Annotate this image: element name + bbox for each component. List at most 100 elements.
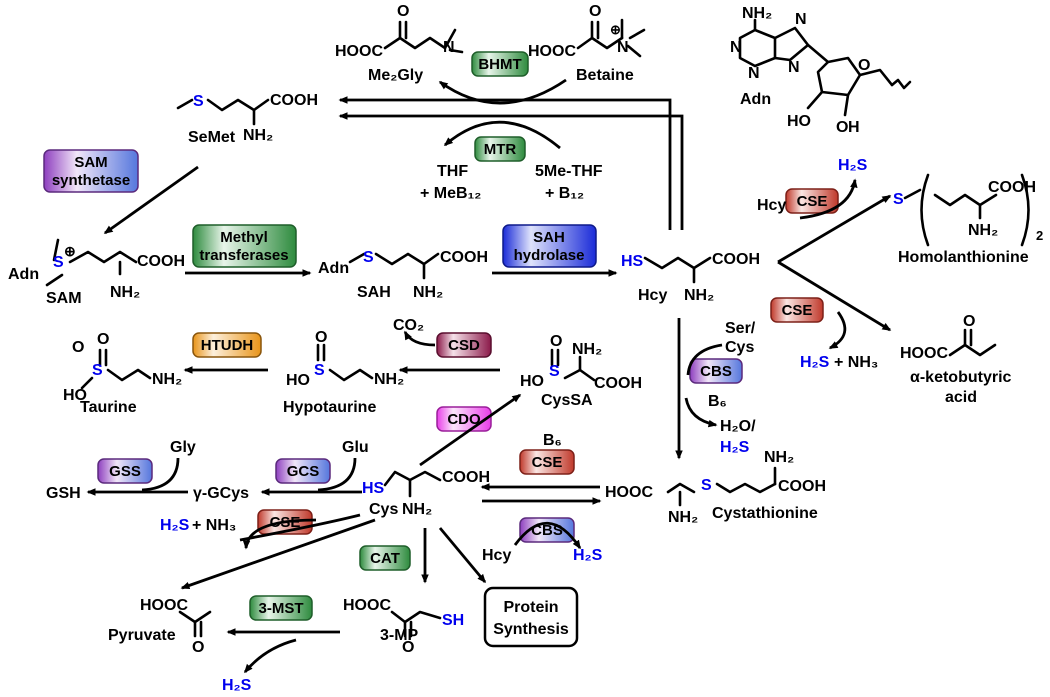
enzyme-bhmt: BHMT	[471, 51, 529, 77]
betaine-plus: ⊕	[610, 22, 621, 37]
svg-text:HTUDH: HTUDH	[201, 337, 254, 354]
taurine-ho: HO	[63, 387, 87, 404]
cystathionine-nh2-right: NH₂	[764, 449, 794, 466]
svg-text:synthetase: synthetase	[52, 172, 130, 189]
svg-text:CBS: CBS	[531, 522, 563, 539]
gsh-name: GSH	[46, 485, 81, 502]
nh3-cys-cse: + NH₃	[192, 517, 236, 534]
cys-cooh: COOH	[442, 469, 490, 486]
cystathionine-s: S	[701, 477, 712, 494]
homolan-nh2: NH₂	[968, 222, 998, 239]
hypotaurine-o: O	[315, 329, 327, 346]
arrow-cbs-lower-curve	[513, 521, 582, 550]
svg-text:transferases: transferases	[199, 247, 288, 264]
hcy-nh2: NH₂	[684, 287, 714, 304]
hcy-hs: HS	[621, 253, 644, 270]
mebl2-label: + MeB₁₂	[420, 185, 481, 202]
protein-synthesis-box: Protein Synthesis	[483, 586, 579, 648]
arrow-cys-to-protein	[438, 527, 487, 584]
svg-text:CBS: CBS	[700, 363, 732, 380]
svg-text:CSD: CSD	[448, 337, 480, 354]
semet-name: SeMet	[188, 129, 236, 146]
svg-text:hydrolase: hydrolase	[514, 247, 585, 264]
sam-nh2: NH₂	[110, 284, 140, 301]
arrow-cse-h2s-bottom	[828, 311, 847, 350]
arrow-cse-h2s-top	[799, 178, 858, 220]
gly-label: Gly	[170, 439, 196, 456]
arrow-gly-in	[141, 457, 180, 492]
arrow-ser-cys-in	[686, 343, 723, 376]
cyssa-cooh: COOH	[594, 375, 642, 392]
arrow-to-homolanthionine	[777, 194, 892, 264]
bl2-label: + B₁₂	[545, 185, 584, 202]
hcy-cooh: COOH	[712, 251, 760, 268]
mp3-sh: SH	[442, 612, 464, 629]
arrow-bhmt-curve	[438, 78, 567, 105]
arrow-to-ketobutyric	[777, 260, 892, 332]
enzyme-3-mst: 3-MST	[249, 595, 313, 621]
adn-n7: N	[795, 11, 807, 28]
enzyme-gss: GSS	[97, 458, 153, 484]
h2s-cys-cse: H₂S	[160, 517, 190, 534]
enzyme-methyl-transferases: Methyl transferases	[192, 224, 297, 268]
b6-lower-label: B₆	[543, 432, 562, 449]
cys-cofactor-label: Cys	[725, 339, 754, 356]
taurine-s: S	[92, 362, 103, 379]
enzyme-gcs: GCS	[275, 458, 331, 484]
hcy-cse-label: Hcy	[757, 197, 786, 214]
cyssa-o: O	[550, 333, 562, 350]
svg-text:Methyl: Methyl	[220, 229, 268, 246]
ketobutyric-name-line1: α-ketobutyric	[910, 369, 1012, 386]
me2gly-o: O	[397, 3, 409, 20]
nh3-ketobutyric: + NH₃	[834, 354, 878, 371]
betaine-o: O	[589, 3, 601, 20]
svg-text:BHMT: BHMT	[478, 56, 521, 73]
arrow-glu-in	[317, 457, 357, 492]
betaine-n: N	[617, 39, 629, 56]
mp3-name: 3-MP	[380, 627, 419, 644]
svg-text:CSE: CSE	[797, 193, 828, 210]
cyssa-nh2: NH₂	[572, 341, 602, 358]
svg-text:SAM: SAM	[74, 154, 107, 171]
svg-text:CSE: CSE	[532, 454, 563, 471]
homolan-cooh: COOH	[988, 179, 1036, 196]
hcy-name: Hcy	[638, 287, 667, 304]
me2gly-hooc: HOOC	[335, 43, 383, 60]
homolanthionine-name: Homolanthionine	[898, 249, 1029, 266]
sah-nh2: NH₂	[413, 284, 443, 301]
adn-o: O	[858, 57, 870, 74]
adn-oh-h: H	[848, 119, 860, 136]
b6-upper-label: B₆	[708, 393, 727, 410]
enzyme-mtr: MTR	[474, 136, 526, 162]
methf-label: 5Me-THF	[535, 163, 603, 180]
protein-synthesis-line2: Synthesis	[493, 621, 569, 638]
hypotaurine-name: Hypotaurine	[283, 399, 376, 416]
arrow-mtr-curve	[443, 120, 561, 150]
adn-n3: N	[748, 65, 760, 82]
arrow-cys-to-cyssa	[419, 393, 522, 467]
thf-label: THF	[437, 163, 468, 180]
svg-text:3-MST: 3-MST	[259, 600, 304, 617]
hypotaurine-nh2: NH₂	[374, 371, 404, 388]
arrow-cys-cse-h2s	[242, 518, 317, 550]
pyruvate-name: Pyruvate	[108, 627, 176, 644]
enzyme-cse-cystathionine: CSE	[519, 449, 575, 475]
adn-name: Adn	[740, 91, 771, 108]
svg-text:MTR: MTR	[484, 141, 517, 158]
enzyme-htudh: HTUDH	[192, 332, 262, 358]
enzyme-cat: CAT	[359, 545, 411, 571]
betaine-hooc: HOOC	[528, 43, 576, 60]
cystathionine-nh2-left: NH₂	[668, 509, 698, 526]
svg-text:CDO: CDO	[447, 411, 481, 428]
h2s-ketobutyric: H₂S	[800, 354, 830, 371]
hypotaurine-s: S	[314, 362, 325, 379]
h2s-3mst: H₂S	[222, 677, 252, 694]
keto-o: O	[963, 313, 975, 330]
ser-label: Ser/	[725, 320, 756, 337]
arrow-cys-to-pyruvate	[180, 518, 376, 590]
enzyme-sah-hydrolase: SAH hydrolase	[502, 224, 597, 268]
sah-name: SAH	[357, 284, 391, 301]
mp3-o: O	[402, 639, 414, 656]
adn-oh-o: O	[836, 119, 848, 136]
